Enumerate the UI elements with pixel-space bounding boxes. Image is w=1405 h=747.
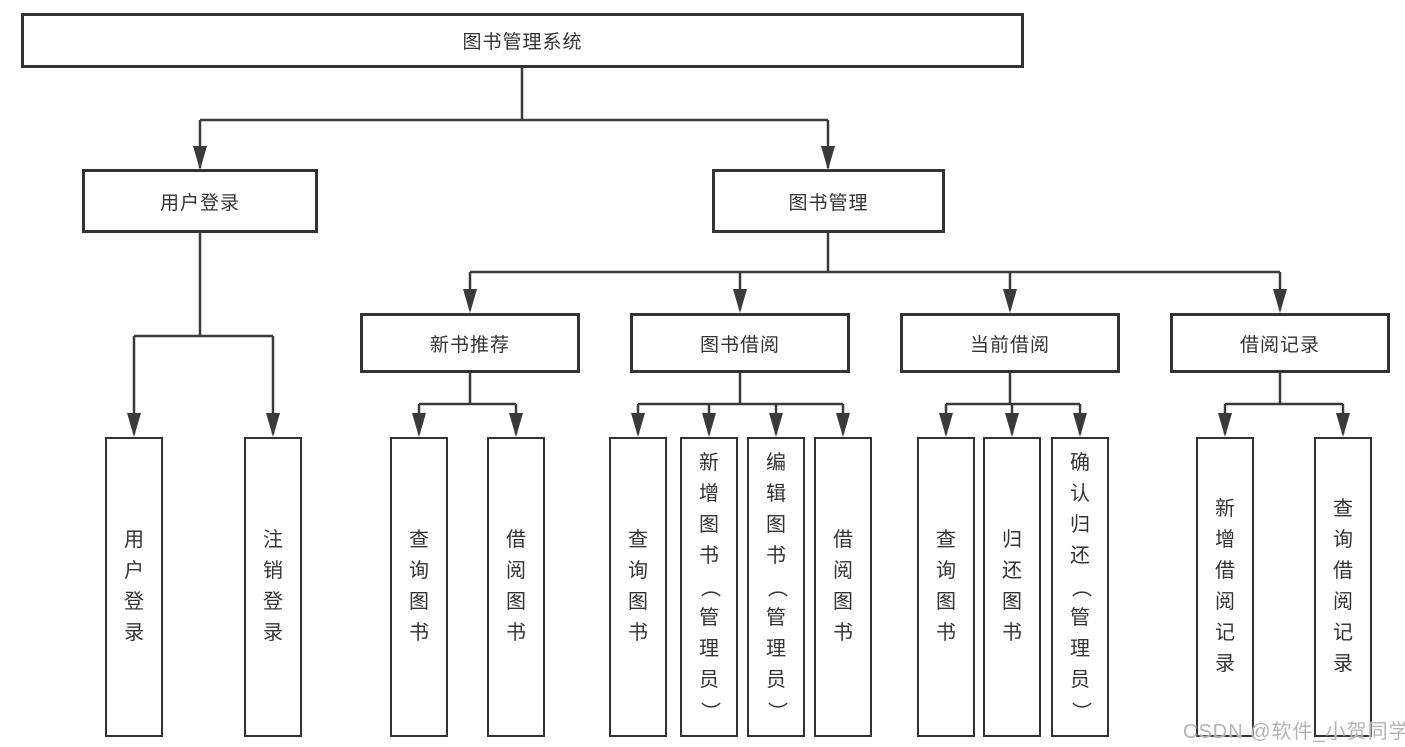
arrow-down-icon [1005,413,1019,437]
connector-book-mgmt [468,233,1282,310]
arrow-down-icon [127,413,141,437]
branch-book-mgmt-node: 图书管理 [712,169,945,233]
arrow-down-icon [266,413,280,437]
leaf-user-login: 用户登录 [105,437,163,737]
arrow-down-icon [463,289,477,313]
leaf-logout: 注销登录 [244,437,302,737]
arrow-down-icon [412,413,426,437]
connector-user-login [132,233,275,434]
arrow-down-icon [702,413,716,437]
leaf-add-borrow-record: 新增借阅记录 [1196,437,1254,737]
leaf-return-books: 归还图书 [983,437,1041,737]
arrow-down-icon [1273,289,1287,313]
leaf-query-books-borrow: 查询图书 [609,437,667,737]
connector-lines [132,68,1345,434]
arrowheads [127,146,1350,437]
leaf-query-books-newbook: 查询图书 [390,437,448,737]
connector-group-new-book [417,373,518,434]
connector-group-borrow-record [1223,373,1345,434]
arrow-down-icon [733,289,747,313]
arrow-down-icon [939,413,953,437]
arrow-down-icon [1003,289,1017,313]
arrow-down-icon [1073,413,1087,437]
group-borrow-record-node: 借阅记录 [1170,313,1390,373]
arrow-down-icon [1218,413,1232,437]
arrow-down-icon [193,146,207,170]
group-current-borrow-node: 当前借阅 [900,313,1120,373]
leaf-add-books-admin: 新增图书（管理员） [680,437,738,737]
leaf-query-borrow-record: 查询借阅记录 [1314,437,1372,737]
arrow-down-icon [1336,413,1350,437]
arrow-down-icon [509,413,523,437]
group-book-borrow-node: 图书借阅 [630,313,850,373]
arrow-down-icon [769,413,783,437]
arrow-down-icon [836,413,850,437]
watermark: CSDN @软件_小贺同学 [1183,721,1405,743]
connector-root [198,68,830,168]
leaf-edit-books-admin: 编辑图书（管理员） [747,437,805,737]
leaf-borrow-books-newbook: 借阅图书 [487,437,545,737]
branch-user-login-node: 用户登录 [82,169,318,233]
leaf-borrow-books: 借阅图书 [814,437,872,737]
root-node: 图书管理系统 [21,13,1024,68]
leaf-confirm-return-admin: 确认归还（管理员） [1051,437,1109,737]
leaf-query-books-current: 查询图书 [917,437,975,737]
group-new-book-node: 新书推荐 [360,313,580,373]
connector-group-book-borrow [636,373,845,434]
arrow-down-icon [821,146,835,170]
arrow-down-icon [631,413,645,437]
